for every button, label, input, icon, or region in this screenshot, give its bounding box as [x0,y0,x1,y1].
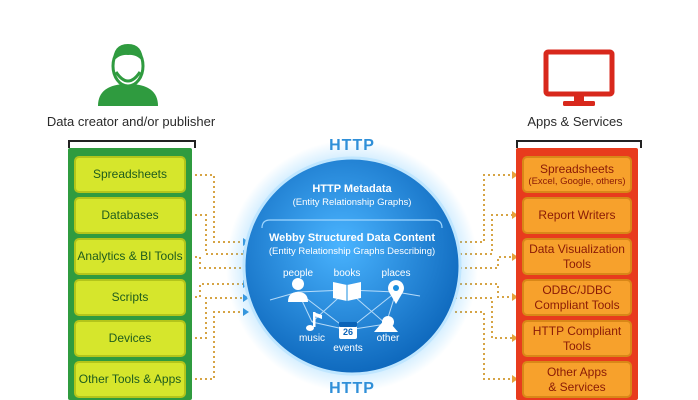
right-item-odbc-jdbc-sub: Compliant Tools [534,297,620,312]
http-label-bottom: HTTP [329,380,375,397]
books-node-icon [333,282,361,301]
right-item-http-compliant-sub: Tools [562,338,591,353]
left-bracket [68,140,196,148]
webby-content-subtitle: (Entity Relationship Graphs Describing) [268,246,436,257]
right-item-odbc-jdbc-main: ODBC/JDBC [542,283,612,298]
right-item-data-visualization-sub: Tools [562,256,591,271]
music-node-icon [306,312,322,331]
left-item-spreadsheets: Spreadsheets [74,156,186,193]
http-metadata-subtitle: (Entity Relationship Graphs) [292,197,412,208]
places-node-icon [388,280,404,304]
left-side-title: Data creator and/or publisher [46,114,216,129]
right-item-spreadsheets-sub: (Excel, Google, others) [528,176,626,187]
right-bracket [516,140,642,148]
calendar-day-number: 26 [342,327,353,337]
right-item-other-apps-sub: & Services [548,379,606,394]
node-label-people: people [282,268,314,279]
http-label-top: HTTP [329,137,375,154]
left-item-databases: Databases [74,197,186,234]
right-item-other-apps-services: Other Apps& Services [522,361,632,398]
node-label-events: events [333,343,363,354]
right-item-data-visualization-main: Data Visualization [529,242,625,257]
node-label-places: places [381,268,411,279]
right-item-http-compliant-main: HTTP Compliant [532,324,622,339]
node-label-music: music [298,333,326,344]
right-item-other-apps-main: Other Apps [546,365,608,380]
right-item-report-writers: Report Writers [522,197,632,234]
left-item-scripts: Scripts [74,279,186,316]
left-item-other-tools-apps: Other Tools & Apps [74,361,186,398]
right-item-spreadsheets-main: Spreadsheets [539,161,615,176]
right-side-title: Apps & Services [527,114,623,129]
globe [242,156,462,376]
person-icon [98,44,158,106]
other-node-icon [374,316,398,332]
webby-content-title: Webby Structured Data Content [268,232,436,244]
computer-monitor-icon [543,49,615,106]
right-arrowheads [512,171,518,383]
people-node-icon [288,278,308,302]
node-label-books: books [333,268,361,279]
right-item-report-writers-main: Report Writers [538,208,616,223]
left-item-devices: Devices [74,320,186,357]
globe-inner-frame [261,219,443,229]
http-metadata-title: HTTP Metadata [312,183,392,195]
events-node-icon [339,322,357,339]
right-item-spreadsheets: Spreadsheets(Excel, Google, others) [522,156,632,193]
node-label-other: other [376,333,400,344]
left-item-analytics-bi-tools: Analytics & BI Tools [74,238,186,275]
